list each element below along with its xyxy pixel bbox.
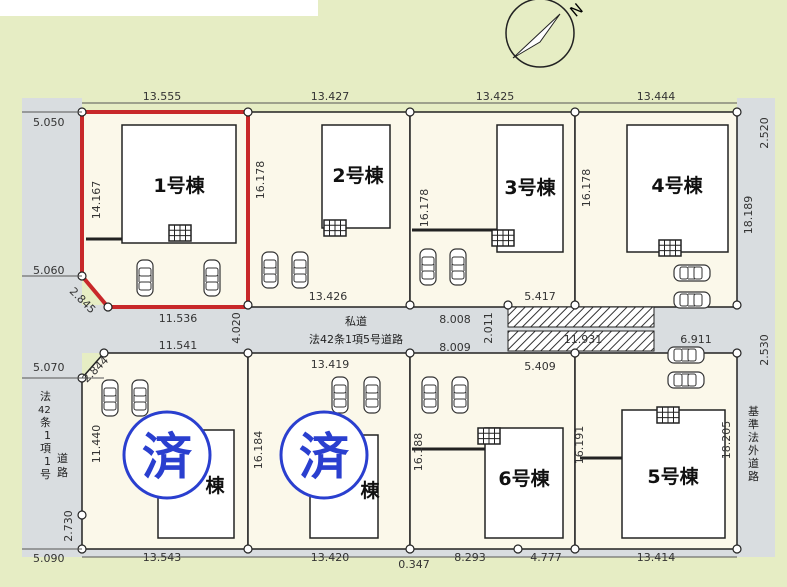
- lot8-sold-badge: 済: [279, 410, 369, 500]
- svg-text:5.060: 5.060: [33, 264, 65, 277]
- svg-text:42: 42: [38, 405, 51, 416]
- right-road-label: 基 準 法 外 道 路: [748, 405, 759, 483]
- svg-text:4.777: 4.777: [530, 551, 562, 564]
- svg-text:18.205: 18.205: [720, 421, 733, 460]
- svg-text:道: 道: [748, 456, 759, 470]
- private-road-label-1: 私道: [345, 314, 367, 328]
- svg-text:16.191: 16.191: [573, 426, 586, 465]
- compass-ring: [505, 0, 575, 68]
- svg-text:13.444: 13.444: [637, 90, 676, 103]
- lot5-label: 5号棟: [647, 465, 699, 488]
- svg-text:13.543: 13.543: [143, 551, 182, 564]
- svg-text:11.536: 11.536: [159, 312, 198, 325]
- lot2-label: 2号棟: [332, 164, 384, 187]
- top-banner: [0, 0, 318, 16]
- svg-text:5.090: 5.090: [33, 552, 65, 565]
- svg-text:路: 路: [57, 466, 68, 479]
- bottom-road: [22, 549, 775, 557]
- left-road-label: 法 42 条 1 項 1 号 道 路: [38, 389, 68, 481]
- lot7-sold-badge: 済: [122, 410, 212, 500]
- lot1-label: 1号棟: [153, 174, 205, 197]
- svg-text:8.293: 8.293: [454, 551, 486, 564]
- svg-text:済: 済: [299, 428, 350, 486]
- svg-text:2.730: 2.730: [62, 510, 75, 542]
- svg-text:16.178: 16.178: [254, 161, 267, 200]
- svg-text:5.409: 5.409: [524, 360, 556, 373]
- svg-text:5.050: 5.050: [33, 116, 65, 129]
- svg-text:13.419: 13.419: [311, 358, 350, 371]
- svg-text:16.184: 16.184: [252, 431, 265, 470]
- right-road: [737, 98, 775, 550]
- svg-text:5.417: 5.417: [524, 290, 556, 303]
- lot5-building[interactable]: [621, 409, 726, 539]
- svg-text:1: 1: [44, 455, 51, 468]
- private-road-label-2: 法42条1項5号道路: [309, 332, 403, 346]
- svg-text:済: 済: [142, 428, 193, 486]
- svg-text:条: 条: [40, 415, 51, 429]
- svg-text:11.440: 11.440: [90, 425, 103, 464]
- svg-text:14.167: 14.167: [90, 181, 103, 220]
- svg-text:2.011: 2.011: [482, 312, 495, 344]
- svg-text:準: 準: [748, 417, 759, 431]
- svg-text:16.188: 16.188: [412, 433, 425, 472]
- compass: N: [505, 0, 587, 68]
- lot8-label: 棟: [360, 479, 380, 502]
- svg-text:8.008: 8.008: [439, 313, 471, 326]
- svg-text:0.347: 0.347: [398, 558, 430, 571]
- left-road: [22, 98, 82, 550]
- svg-text:法: 法: [748, 430, 759, 444]
- svg-text:5.070: 5.070: [33, 361, 65, 374]
- hatched-area-upper: [507, 306, 655, 328]
- lot7-label: 棟: [205, 474, 225, 497]
- svg-text:2.520: 2.520: [758, 117, 771, 149]
- svg-text:13.555: 13.555: [143, 90, 182, 103]
- svg-text:11.931: 11.931: [564, 333, 603, 346]
- svg-text:1: 1: [44, 429, 51, 442]
- lot2-building[interactable]: [321, 124, 391, 229]
- svg-text:13.425: 13.425: [476, 90, 515, 103]
- svg-text:道: 道: [57, 451, 68, 465]
- svg-text:2.530: 2.530: [758, 334, 771, 366]
- lot1-selection[interactable]: [80, 110, 250, 309]
- svg-text:外: 外: [748, 444, 759, 457]
- svg-text:18.189: 18.189: [742, 196, 755, 235]
- svg-text:路: 路: [748, 470, 759, 483]
- svg-text:4.020: 4.020: [230, 312, 243, 344]
- lot3-label: 3号棟: [504, 176, 556, 199]
- lot4-building[interactable]: [626, 124, 729, 253]
- svg-text:法: 法: [40, 389, 51, 403]
- svg-text:6.911: 6.911: [680, 333, 712, 346]
- lot1-building[interactable]: [121, 124, 237, 244]
- hatched-area-lower: [507, 330, 655, 352]
- svg-text:8.009: 8.009: [439, 341, 471, 354]
- svg-text:13.414: 13.414: [637, 551, 676, 564]
- svg-text:13.420: 13.420: [311, 551, 350, 564]
- lot4-label: 4号棟: [651, 174, 703, 197]
- svg-text:16.178: 16.178: [418, 189, 431, 228]
- svg-text:16.178: 16.178: [580, 169, 593, 208]
- svg-text:13.427: 13.427: [311, 90, 350, 103]
- svg-text:号: 号: [40, 468, 51, 481]
- svg-text:項: 項: [40, 442, 51, 455]
- svg-text:13.426: 13.426: [309, 290, 348, 303]
- lot6-label: 6号棟: [498, 467, 550, 490]
- svg-text:基: 基: [748, 405, 759, 418]
- boundary-markers: [77, 107, 742, 554]
- lot6-building[interactable]: [484, 427, 564, 539]
- svg-text:11.541: 11.541: [159, 339, 198, 352]
